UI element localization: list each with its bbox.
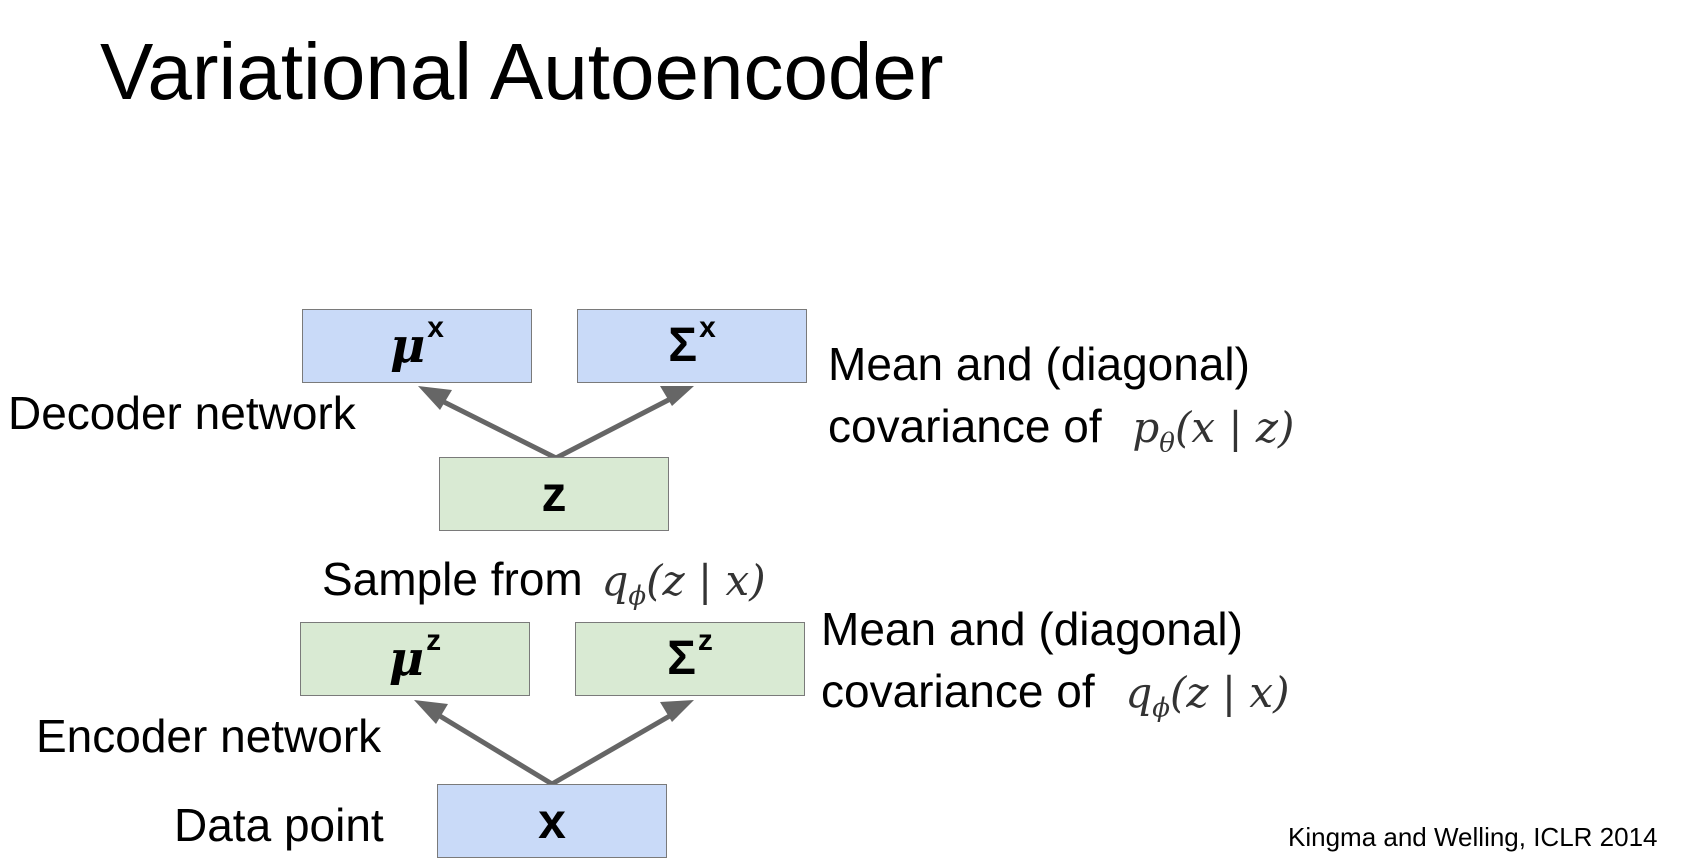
latent-z-box: z (439, 457, 669, 531)
decoder-distribution-math: pθ(x | z) (1132, 403, 1295, 458)
math-sub: ϕ (628, 581, 647, 612)
math-var: p (1132, 403, 1160, 452)
arrow-z-to-mu-x (429, 393, 558, 461)
arrowhead-mu-x (418, 386, 452, 410)
arrow-z-to-sigma-x (554, 391, 683, 461)
encoder-description-line2: covariance of qϕ(z | x) (821, 665, 1289, 734)
citation: Kingma and Welling, ICLR 2014 (1288, 822, 1658, 852)
math-var: q (1125, 668, 1153, 717)
latent-z-label: z (541, 466, 567, 522)
arrowhead-sigma-z (660, 700, 694, 722)
mean-superscript: z (426, 624, 442, 657)
arrow-x-to-sigma-z (550, 707, 683, 787)
arrow-x-to-mu-z (427, 707, 554, 787)
encoder-network-label: Encoder network (36, 710, 382, 762)
decoder-description-line1: Mean and (diagonal) (828, 338, 1250, 390)
decoder-network-label: Decoder network (8, 387, 356, 439)
covariance-superscript: x (699, 311, 716, 344)
arrowhead-mu-z (414, 700, 448, 724)
math-args: (z | x) (646, 556, 766, 605)
sample-distribution-math: qϕ(z | x) (601, 556, 766, 611)
mu-symbol: μ (388, 631, 425, 687)
input-x-box: x (437, 784, 667, 858)
math-sub: ϕ (1152, 693, 1171, 724)
sample-text: Sample from (322, 553, 583, 605)
arrowhead-sigma-x (660, 386, 694, 406)
input-x-label: x (538, 793, 566, 849)
encoder-description-text: covariance of (821, 665, 1095, 717)
slide-title: Variational Autoencoder (100, 27, 944, 116)
sigma-symbol: Σ (668, 319, 698, 372)
math-args: (x | z) (1174, 403, 1295, 452)
decoder-description-line2: covariance of pθ(x | z) (828, 400, 1294, 469)
mu-symbol: μ (390, 318, 426, 374)
sigma-symbol: Σ (667, 632, 696, 685)
data-point-label: Data point (174, 799, 384, 851)
mean-superscript: x (427, 311, 444, 344)
encoder-description-line1: Mean and (diagonal) (821, 603, 1243, 655)
covariance-superscript: z (697, 624, 713, 657)
math-args: (z | x) (1170, 668, 1290, 717)
sample-from-label: Sample from qϕ(z | x) (322, 553, 766, 622)
math-sub: θ (1159, 428, 1175, 459)
math-var: q (601, 556, 629, 605)
decoder-description-text: covariance of (828, 400, 1102, 452)
encoder-distribution-math: qϕ(z | x) (1125, 668, 1290, 723)
